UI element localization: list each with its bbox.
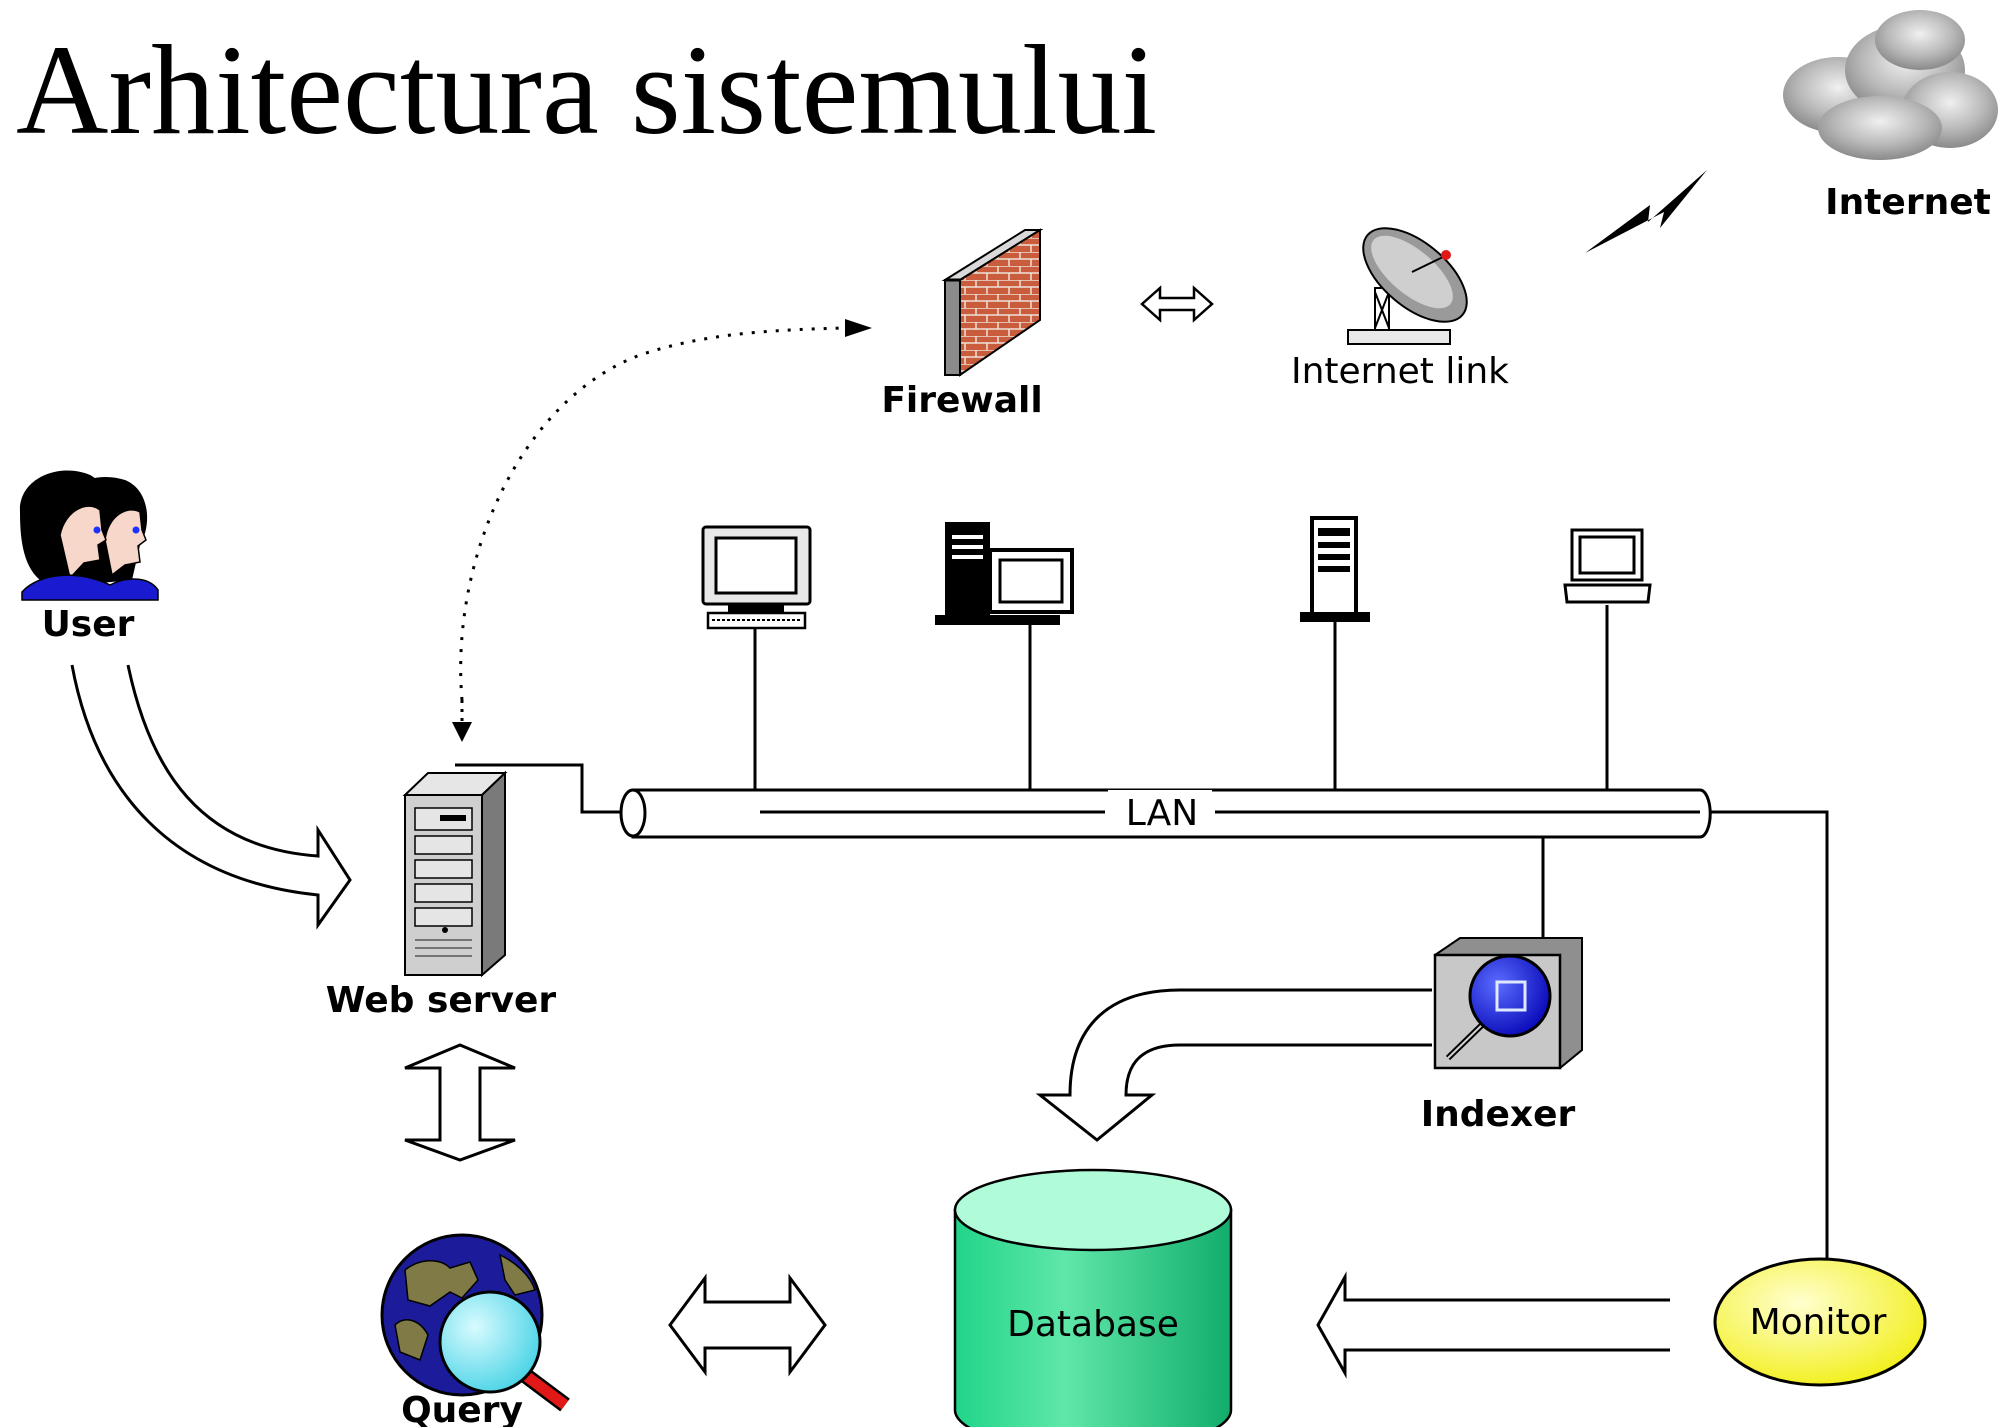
- desktop-computer-icon: [935, 522, 1074, 625]
- web-to-firewall-dotted-arrow: [452, 319, 872, 742]
- laptop-icon: [1563, 528, 1652, 604]
- lan-label: LAN: [1126, 793, 1198, 834]
- webserver-query-arrow: [404, 1043, 516, 1162]
- cloud-icon: [1783, 10, 1998, 160]
- globe-magnifier-icon: [380, 1233, 570, 1412]
- query-database-arrow: [668, 1273, 827, 1377]
- workstation-icon: [701, 525, 812, 630]
- server-tower-icon: [402, 770, 508, 978]
- internet-label: Internet: [1825, 182, 1991, 223]
- monitor-label: Monitor: [1750, 1302, 1887, 1343]
- indexer-label: Indexer: [1421, 1094, 1576, 1135]
- satellite-dish-icon: [1347, 227, 1468, 345]
- internet-link-label: Internet link: [1291, 351, 1509, 392]
- firewall-label: Firewall: [881, 380, 1042, 421]
- magnifier-icon: [1433, 937, 1583, 1070]
- database-cylinder-icon: [953, 1168, 1233, 1427]
- firewall-icon: [941, 228, 1044, 377]
- lightning-icon: [1585, 170, 1707, 253]
- monitor-node: [1713, 1257, 1927, 1387]
- user-label: User: [42, 604, 135, 645]
- users-icon: [19, 470, 159, 601]
- tower-server-icon: [1300, 516, 1370, 622]
- user-to-webserver-arrow: [70, 664, 352, 930]
- query-label: Query: [401, 1390, 523, 1427]
- firewall-link-arrow: [1140, 285, 1214, 323]
- indexer-to-database-arrow: [1035, 988, 1432, 1142]
- lan-cable: [619, 788, 1712, 839]
- web-server-label: Web server: [326, 980, 557, 1021]
- monitor-to-database-arrow: [1316, 1271, 1670, 1379]
- slide-title: Arhitectura sistemului: [16, 19, 1158, 161]
- database-label: Database: [1007, 1304, 1179, 1345]
- lan-cabling: [455, 605, 1829, 1268]
